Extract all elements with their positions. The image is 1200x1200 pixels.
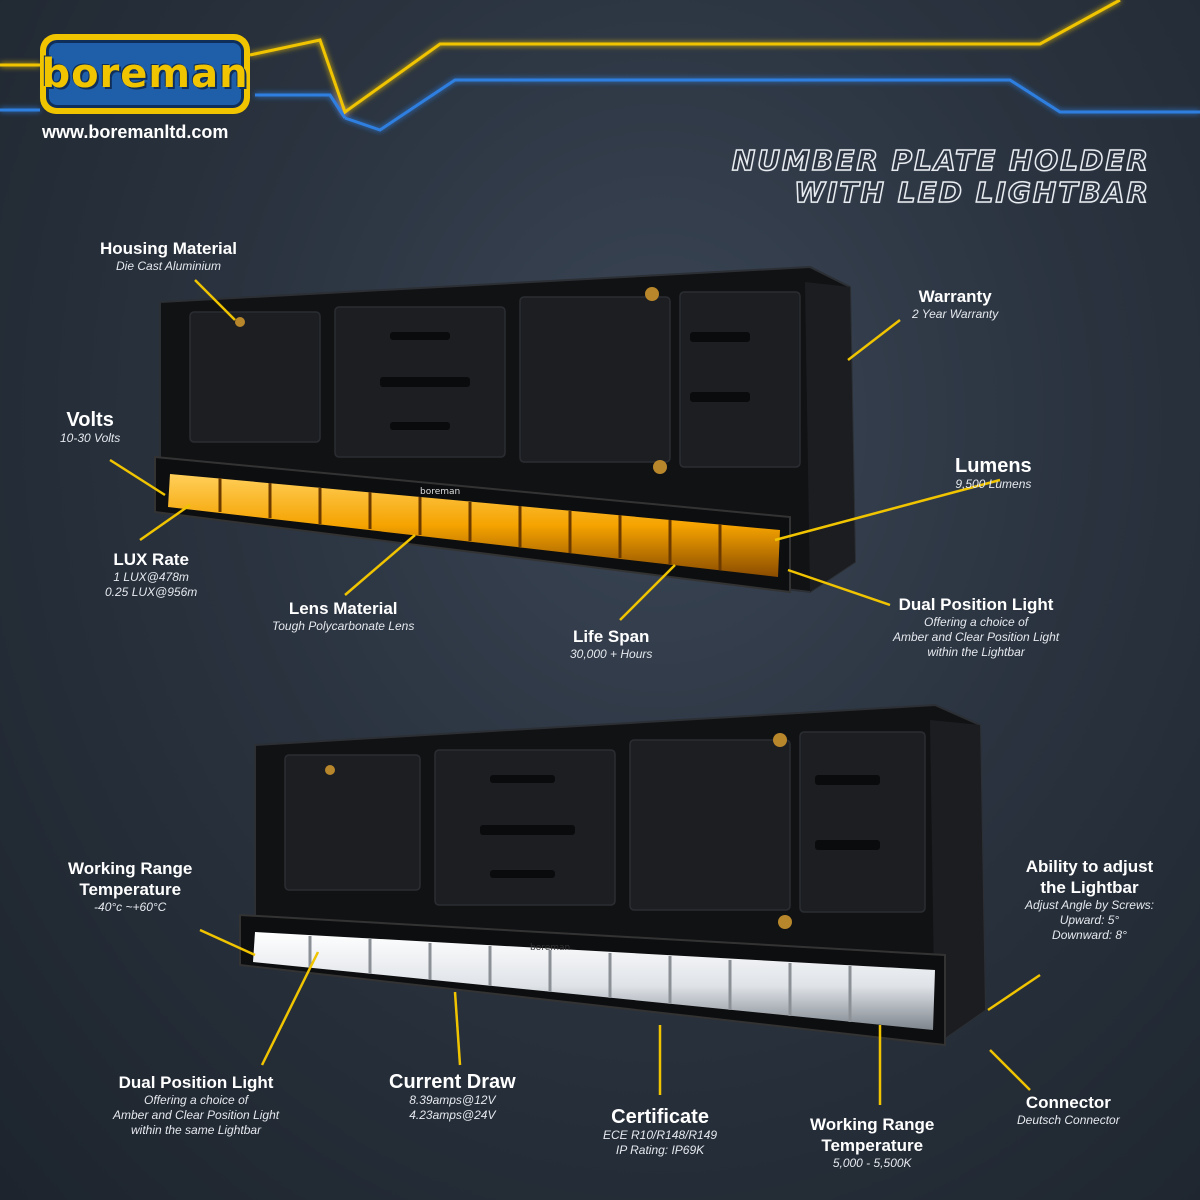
feature-detail: IP Rating: IP69K [615, 1143, 705, 1157]
logo-text: boreman [41, 51, 249, 97]
feature-detail: Adjust Angle by Screws: [1025, 898, 1154, 912]
feature-warranty: Warranty 2 Year Warranty [912, 286, 998, 322]
feature-heading: Housing Material [100, 239, 237, 258]
clear-lens [253, 932, 935, 1030]
feature-detail: Amber and Clear Position Light [893, 630, 1060, 644]
feature-heading: Certificate [611, 1106, 709, 1128]
feature-detail: 8.39amps@12V [409, 1093, 496, 1107]
boreman-logo[interactable]: boreman [40, 34, 250, 114]
feature-housing-material: Housing Material Die Cast Aluminium [100, 238, 237, 274]
feature-detail: 5,000 - 5,500K [832, 1156, 912, 1170]
feature-detail: Amber and Clear Position Light [113, 1108, 280, 1122]
title-line-1: NUMBER PLATE HOLDER [731, 144, 1150, 178]
feature-heading: LUX Rate [113, 550, 189, 569]
feature-detail: -40°c ~+60°C [94, 900, 167, 914]
lightbar-logo-bottom: boreman [530, 943, 570, 953]
feature-working-range-temperature: Working Range Temperature -40°c ~+60°C [68, 858, 192, 915]
feature-detail: within the Lightbar [927, 645, 1025, 659]
feature-heading: Warranty [918, 287, 992, 306]
feature-life-span: Life Span 30,000 + Hours [570, 626, 652, 662]
feature-detail: Offering a choice of [924, 615, 1029, 629]
feature-heading: Lumens [955, 455, 1032, 477]
feature-heading: Temperature [821, 1136, 924, 1155]
feature-lumens: Lumens 9,500 Lumens [955, 456, 1032, 492]
title-line-2: WITH LED LIGHTBAR [793, 176, 1150, 210]
feature-detail: within the same Lightbar [131, 1123, 262, 1137]
lightbar-logo-top: boreman [420, 487, 460, 497]
website-link[interactable]: www.boremanltd.com [42, 122, 229, 142]
feature-colour-temperature: Working Range Temperature 5,000 - 5,500K [810, 1114, 934, 1171]
feature-adjust-lightbar: Ability to adjust the Lightbar Adjust An… [1025, 856, 1154, 943]
feature-detail: 0.25 LUX@956m [105, 585, 198, 599]
feature-detail: Die Cast Aluminium [116, 259, 221, 273]
feature-heading: Current Draw [389, 1071, 516, 1093]
logo-badge: boreman [41, 40, 248, 108]
feature-heading: Lens Material [288, 599, 398, 618]
feature-detail: 4.23amps@24V [409, 1108, 496, 1122]
feature-detail: ECE R10/R148/R149 [603, 1128, 718, 1142]
feature-dual-position-light-bottom: Dual Position Light Offering a choice of… [113, 1072, 279, 1138]
feature-detail: Tough Polycarbonate Lens [272, 619, 415, 633]
feature-detail: 1 LUX@478m [113, 570, 189, 584]
feature-detail: Upward: 5° [1059, 913, 1120, 927]
feature-heading: Working Range [68, 859, 193, 878]
feature-detail: 9,500 Lumens [955, 477, 1032, 491]
feature-certificate: Certificate ECE R10/R148/R149 IP Rating:… [603, 1107, 717, 1158]
feature-detail: Downward: 8° [1052, 928, 1127, 942]
feature-heading: the Lightbar [1040, 878, 1139, 897]
feature-current-draw: Current Draw 8.39amps@12V 4.23amps@24V [389, 1072, 516, 1123]
product-image-amber: boreman [154, 265, 857, 594]
feature-heading: Volts [66, 409, 114, 431]
feature-detail: 30,000 + Hours [570, 647, 653, 661]
feature-heading: Ability to adjust [1025, 857, 1154, 876]
feature-heading: Temperature [79, 880, 182, 899]
feature-heading: Dual Position Light [898, 595, 1054, 614]
page-title: NUMBER PLATE HOLDER WITH LED LIGHTBAR [731, 144, 1150, 210]
feature-heading: Working Range [810, 1115, 935, 1134]
feature-dual-position-light-top: Dual Position Light Offering a choice of… [893, 594, 1059, 660]
feature-heading: Dual Position Light [118, 1073, 274, 1092]
feature-volts: Volts 10-30 Volts [60, 410, 120, 446]
feature-detail: Offering a choice of [144, 1093, 249, 1107]
feature-lux-rate: LUX Rate 1 LUX@478m 0.25 LUX@956m [105, 549, 197, 600]
feature-detail: 10-30 Volts [60, 431, 121, 445]
feature-detail: 2 Year Warranty [912, 307, 999, 321]
feature-heading: Life Span [572, 627, 650, 646]
feature-heading: Connector [1025, 1093, 1111, 1112]
feature-connector: Connector Deutsch Connector [1017, 1092, 1120, 1128]
product-image-white: boreman [239, 703, 987, 1047]
feature-detail: Deutsch Connector [1017, 1113, 1120, 1127]
feature-lens-material: Lens Material Tough Polycarbonate Lens [272, 598, 414, 634]
